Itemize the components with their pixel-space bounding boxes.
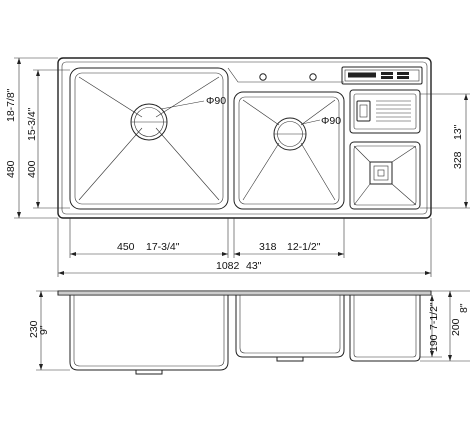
top-dimensions: 480 18-7/8" 400 15-3/4" 328 13" 450 17-3…: [5, 57, 470, 277]
dim-height-mm: 480: [5, 160, 17, 178]
drain2-label: Φ90: [321, 115, 341, 127]
dim-bowl-height-mm: 400: [26, 160, 38, 178]
dim-bowl2-width-in: 12-1/2": [287, 241, 321, 253]
side-large-drain: [135, 369, 163, 375]
small-bowl: [349, 141, 421, 210]
medium-bowl: [233, 91, 345, 210]
side-medium-bowl: [235, 295, 345, 358]
drain1-leader: [160, 100, 205, 110]
faucet-hole-1: [259, 73, 267, 81]
dim-bowl-height-in: 15-3/4": [26, 107, 38, 141]
side-dimensions: 230 9" 190 7-1/2" 200 8": [28, 290, 470, 371]
faucet-hole-2: [309, 73, 317, 81]
ledge-line: [227, 67, 344, 83]
dim-width-mm: 1082: [216, 260, 240, 272]
side-view: [57, 290, 432, 375]
dim-bowl1-width-mm: 450: [117, 241, 135, 253]
side-large-bowl: [69, 295, 229, 371]
side-medium-drain: [276, 356, 304, 362]
dim-depth3-mm: 200: [450, 318, 462, 336]
sink-inner-outline: [61, 61, 428, 215]
dim-small-height-in: 13": [452, 124, 464, 140]
dim-depth1-in: 9": [38, 325, 50, 335]
dim-depth1-mm: 230: [28, 320, 40, 338]
dim-depth3-in: 8": [458, 303, 470, 313]
dim-depth2-in: 7-1/2": [428, 302, 440, 330]
dim-height-in: 18-7/8": [5, 88, 17, 122]
drain1-label: Φ90: [206, 95, 226, 107]
sink-outer-outline: [57, 57, 432, 219]
dim-bowl1-width-in: 17-3/4": [146, 241, 180, 253]
drain2-leader: [301, 119, 321, 125]
large-bowl: [69, 67, 229, 210]
soap-holder: [349, 89, 421, 134]
dim-bowl2-width-mm: 318: [259, 241, 277, 253]
dim-width-in: 43": [246, 260, 262, 272]
dim-depth2-mm: 190: [428, 334, 440, 352]
side-small-bowl: [349, 295, 421, 362]
top-view: Φ90 Φ90: [57, 57, 432, 219]
dim-small-height-mm: 328: [452, 151, 464, 169]
accessory-rail: [341, 66, 423, 85]
